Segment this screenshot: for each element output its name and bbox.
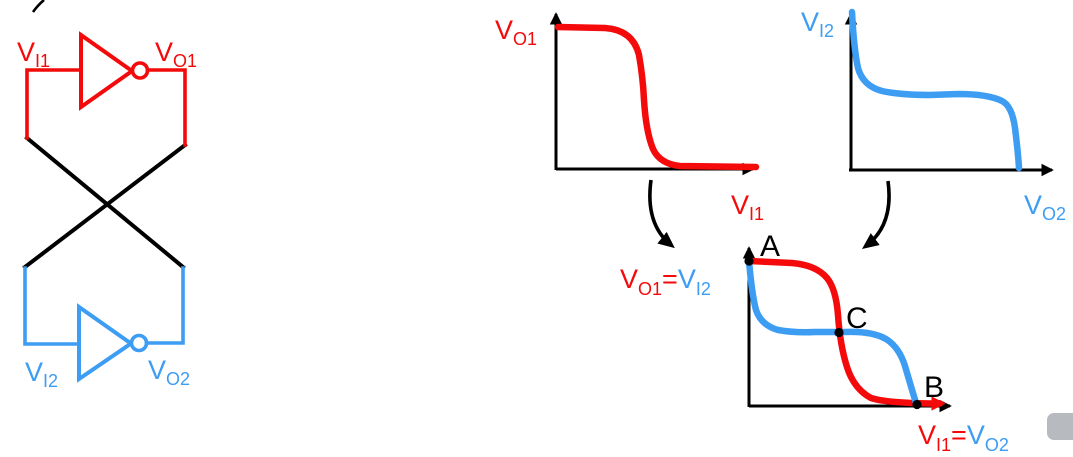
point-b-label: B (924, 371, 944, 404)
point-a-label: A (760, 230, 780, 263)
merge-arrow-left (648, 179, 675, 249)
inverter2-group (23, 266, 185, 383)
merge-arrow-right (862, 180, 891, 249)
inverter2-input-label: VI2 (25, 357, 58, 391)
plot-butterfly: A C B VO1=VI2 VI1=VO2 (620, 230, 1009, 455)
cross-coupled-inverter-circuit: VI1 VO1 VI2 VO2 (17, 31, 197, 391)
inverter2-triangle (77, 303, 135, 383)
cross-wire-2 (22, 142, 188, 270)
plot1-ylabel: VO1 (495, 15, 537, 49)
scroll-thumb[interactable] (1047, 413, 1073, 440)
plot3-xlabel: VI1=VO2 (918, 420, 1009, 455)
plot3-blue-vtc-curve (745, 257, 920, 407)
operating-point-c-dot (834, 327, 844, 338)
inverter1-triangle (79, 31, 136, 111)
inverter1-bubble (130, 61, 150, 80)
plot2-ylabel: VI2 (801, 7, 834, 41)
inverter2-output-label: VO2 (148, 355, 190, 389)
plot2-vtc-curve (848, 8, 1023, 172)
inverter1-input-label: VI1 (17, 37, 50, 71)
operating-point-a-dot (744, 256, 754, 266)
inverter2-bubble (129, 333, 149, 353)
plot3-ylabel: VO1=VI2 (620, 264, 711, 299)
inverter1-output-wire (145, 68, 187, 147)
cross-wire-1 (24, 135, 186, 270)
plot2-xlabel: VO2 (1024, 190, 1066, 224)
plot-vtc1: VO1 VI1 (495, 12, 764, 224)
plot-vtc2: VI2 VO2 (801, 7, 1066, 224)
inverter1-output-label: VO1 (155, 37, 197, 71)
operating-point-b-dot (912, 399, 922, 410)
point-c-label: C (846, 302, 868, 335)
cropped-stroke-mark (31, 0, 45, 13)
plot1-vtc-curve (554, 23, 760, 171)
inverter1-group (25, 31, 187, 147)
inverter2-input-wire (23, 266, 81, 346)
inverter2-output-wire (144, 266, 185, 345)
plot1-xlabel: VI1 (731, 190, 764, 224)
plot3-red-vtc-curve (745, 257, 946, 411)
inverter1-input-wire (25, 68, 83, 140)
